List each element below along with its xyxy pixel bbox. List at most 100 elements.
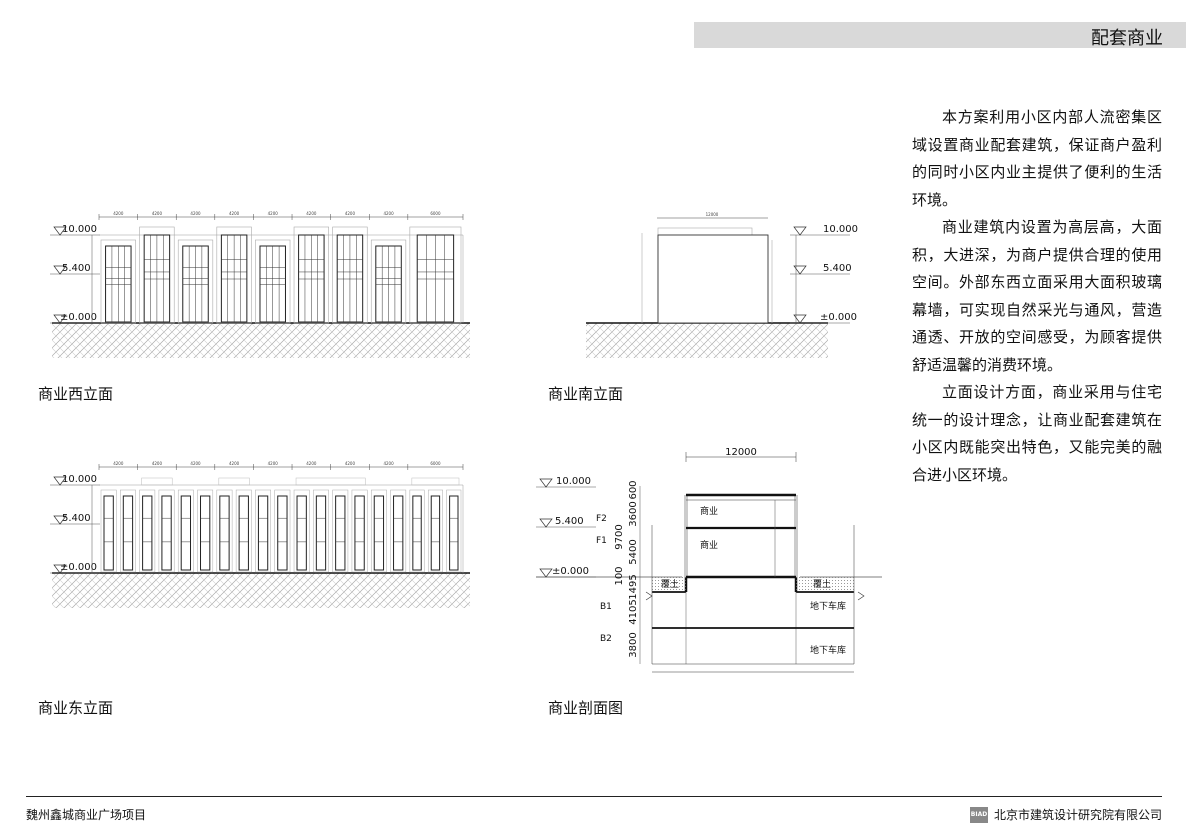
window [315,495,327,571]
level-label: 10.000 [62,224,97,235]
window [412,495,422,571]
level-label: ±0.000 [820,312,857,323]
parapet [295,477,366,486]
room-label-commercial: 商业 [700,539,718,551]
level-triangle-icon [793,314,807,324]
panel-frame [351,489,368,573]
window [393,495,404,571]
section-drawing: 10.0005.400±0.00012000600360097005400100… [536,447,882,673]
room-label-soil: 覆土 [661,578,679,590]
panel-frame [100,489,117,573]
bay-dimension-label: 4200 [383,461,394,466]
footer-divider [26,796,1162,797]
panel-frame [216,489,233,573]
level-triangle-icon [53,476,67,486]
south-elevation-caption: 商业南立面 [548,385,624,403]
bay-dimension-label: 4200 [345,461,356,466]
height-dimension-label: 9700 [614,524,625,549]
level-triangle-icon [53,226,67,236]
height-dimension-label: 1495 [628,574,639,599]
window [335,495,346,571]
panel-frame [235,489,252,573]
soil-fill [796,577,854,592]
window [449,495,459,571]
south-elevation: 12000 10.000 5.400 ±0.000 [586,212,858,358]
floor-label: F1 [596,536,607,546]
level-label: 5.400 [62,513,91,524]
bay-frame [332,226,368,324]
company-name: 北京市建筑设计研究院有限公司 [993,808,1162,822]
panel-frame [120,489,136,573]
bay-dimension-label: 4200 [113,461,124,466]
panel-frame [274,489,291,573]
level-label: 10.000 [62,474,97,485]
level-label: 10.000 [823,224,858,235]
parapet [218,477,250,486]
bay-dimension-label: 6000 [430,211,441,216]
column [794,495,798,577]
bay-frame [409,226,462,324]
project-name: 魏州鑫城商业广场项目 [26,808,147,822]
bay-dimension-label: 4200 [383,211,394,216]
width-dimension-label: 12000 [706,212,719,217]
bay-dimension-label: 6000 [430,461,441,466]
ground-hatch [586,323,828,358]
width-dimension-label: 12000 [725,447,757,458]
window [122,495,134,571]
window [200,495,211,571]
panel-frame [427,489,443,573]
height-dimension-label: 3600 [628,501,639,526]
page-title: 配套商业 [1091,28,1163,49]
window [219,495,230,571]
bay-frame [177,239,214,324]
section-caption: 商业剖面图 [548,699,624,717]
level-triangle-icon [539,518,553,528]
floor-label: B1 [600,602,612,612]
break-line-icon [645,591,865,601]
biad-logo-icon: BIAD [969,806,988,823]
level-label: ±0.000 [60,312,97,323]
panel-frame [158,489,175,573]
level-triangle-icon [793,226,807,236]
room-label-soil: 覆土 [813,578,831,590]
level-label: ±0.000 [552,566,589,577]
bay-frame [255,239,291,324]
height-dimension-label: 3800 [628,632,639,657]
bay-frame [139,226,175,324]
height-dimension-label: 4105 [628,599,639,624]
window [238,495,249,571]
panel-frame [332,489,349,573]
level-label: 5.400 [62,263,91,274]
floor-label: F2 [596,514,607,524]
level-triangle-icon [539,568,553,578]
panel-frame [255,489,271,573]
room-label-garage: 地下车库 [810,644,846,656]
bay-dimension-label: 4200 [190,211,201,216]
panel-frame [293,489,310,573]
bay-dimension-label: 4200 [113,211,124,216]
level-triangle-icon [53,314,67,324]
level-label: 5.400 [823,263,852,274]
height-dimension-label: 600 [628,480,639,499]
panel-frame [313,489,329,573]
room-label-garage: 地下车库 [810,600,846,612]
level-triangle-icon [53,564,67,574]
window [142,495,153,571]
window [161,495,172,571]
bay-frame [216,226,252,324]
window [277,495,288,571]
bay-frame [100,239,136,324]
room-label-commercial: 商业 [700,505,718,517]
panel-frame [177,489,194,573]
window [354,495,365,571]
bay-dimension-label: 4200 [229,461,240,466]
description-paragraph: 立面设计方面，商业采用与住宅统一的设计理念，让商业配套建筑在小区内既能突出特色，… [912,383,1162,484]
header-bar: 配套商业 [694,22,1186,49]
description-paragraph: 本方案利用小区内部人流密集区域设置商业配套建筑，保证商户盈利的同时小区内业主提供… [912,108,1162,209]
bay-frame [293,226,329,324]
floor-label: B2 [600,634,612,644]
panel-frame [390,489,407,573]
window [103,495,114,571]
bay-dimension-label: 4200 [306,211,317,216]
